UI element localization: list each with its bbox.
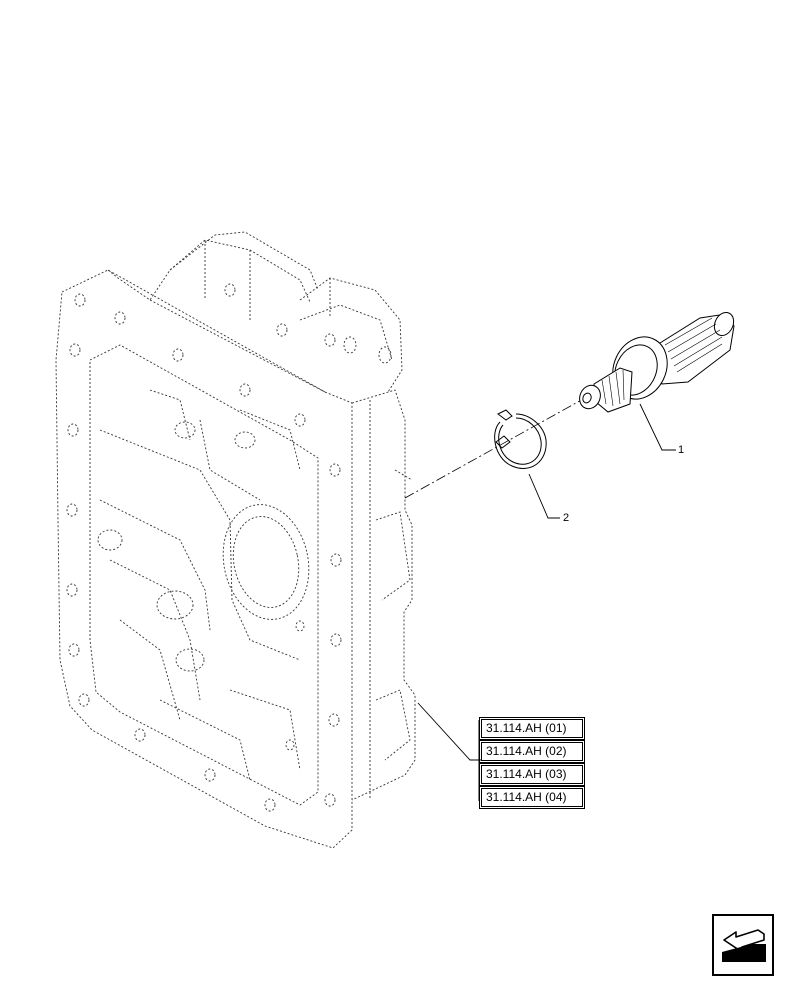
assembly-axis: [404, 397, 586, 499]
reference-list: 31.114.AH (01) 31.114.AH (02) 31.114.AH …: [479, 717, 585, 811]
reference-box-04[interactable]: 31.114.AH (04): [479, 786, 585, 809]
reference-box-01[interactable]: 31.114.AH (01): [479, 717, 585, 740]
leader-line-references: [417, 702, 481, 761]
reference-box-02[interactable]: 31.114.AH (02): [479, 740, 585, 763]
callout-item-2: 2: [563, 512, 569, 524]
arrow-left-navigation-icon[interactable]: [712, 914, 774, 976]
callout-item-1: 1: [678, 444, 684, 456]
leader-line-item-1: [639, 403, 676, 451]
transmission-housing: [55, 231, 416, 849]
leader-line-item-2: [528, 473, 560, 519]
snap-ring-part: [494, 409, 547, 469]
splined-shaft-part: [579, 311, 735, 413]
reference-box-03[interactable]: 31.114.AH (03): [479, 763, 585, 786]
